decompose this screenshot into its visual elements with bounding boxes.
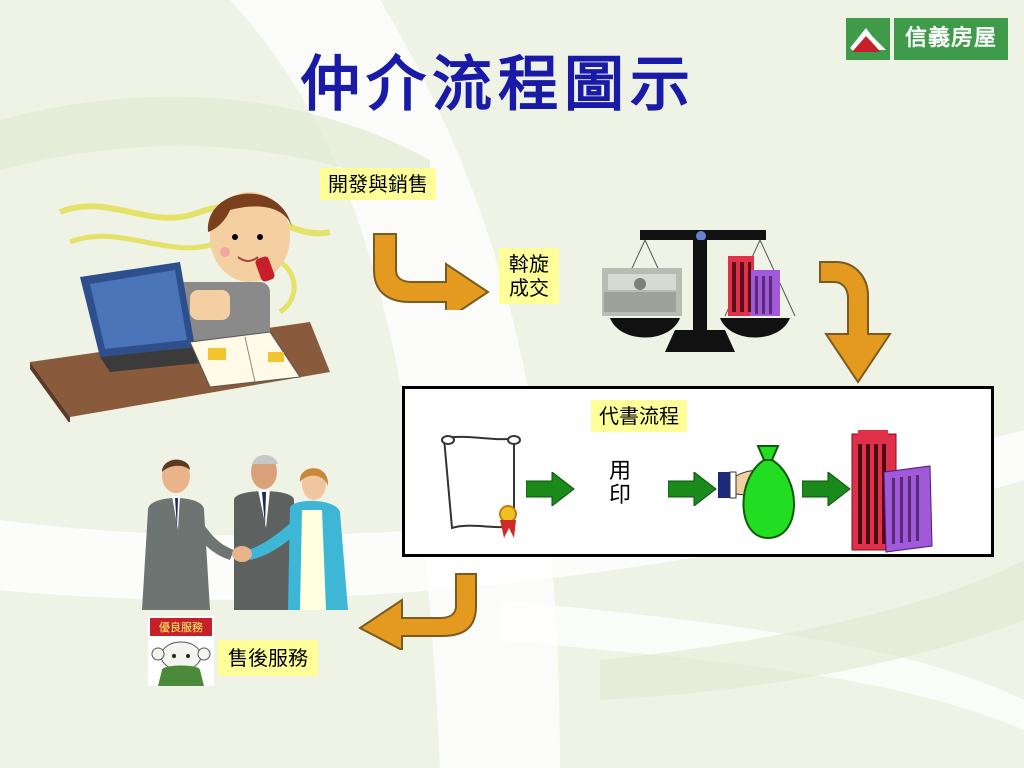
green-arrow-3-icon (802, 472, 851, 506)
step-after-sales-label: 售後服務 (218, 640, 318, 676)
step-development-label: 開發與銷售 (320, 168, 436, 200)
balance-scale-icon (602, 230, 796, 352)
scroll-contract-icon (441, 435, 521, 538)
flow-arrow-2-icon (819, 261, 892, 384)
seal-line-1: 用 (608, 459, 631, 484)
step-escrow-label: 代書流程 (591, 400, 687, 432)
mascot-badge-text: 優良服務 (159, 620, 203, 634)
flow-arrow-1-icon (373, 233, 490, 310)
money-bag-hand-icon (718, 445, 795, 540)
step-mediation-label: 斡旋 成交 (499, 248, 559, 304)
mascot-icon: 優良服務 (148, 616, 214, 686)
logo-brand-text: 信義房屋 (894, 18, 1008, 60)
flow-arrow-3-icon (358, 573, 477, 650)
buildings-icon (851, 430, 933, 553)
seal-line-2: 印 (608, 483, 631, 508)
logo-mark-icon (846, 18, 890, 60)
mediation-line-2: 成交 (509, 276, 549, 300)
seal-step-text: 用 印 (606, 460, 634, 508)
company-logo: 信義房屋 (846, 18, 1008, 60)
agent-at-desk-icon (30, 192, 330, 422)
building-icon (728, 256, 780, 316)
page-title: 仲介流程圖示 (300, 50, 696, 120)
green-arrow-2-icon (668, 472, 717, 506)
money-icon (602, 268, 682, 316)
green-arrow-1-icon (526, 472, 575, 506)
mediation-line-1: 斡旋 (509, 252, 549, 276)
handshake-people-icon (142, 455, 348, 610)
